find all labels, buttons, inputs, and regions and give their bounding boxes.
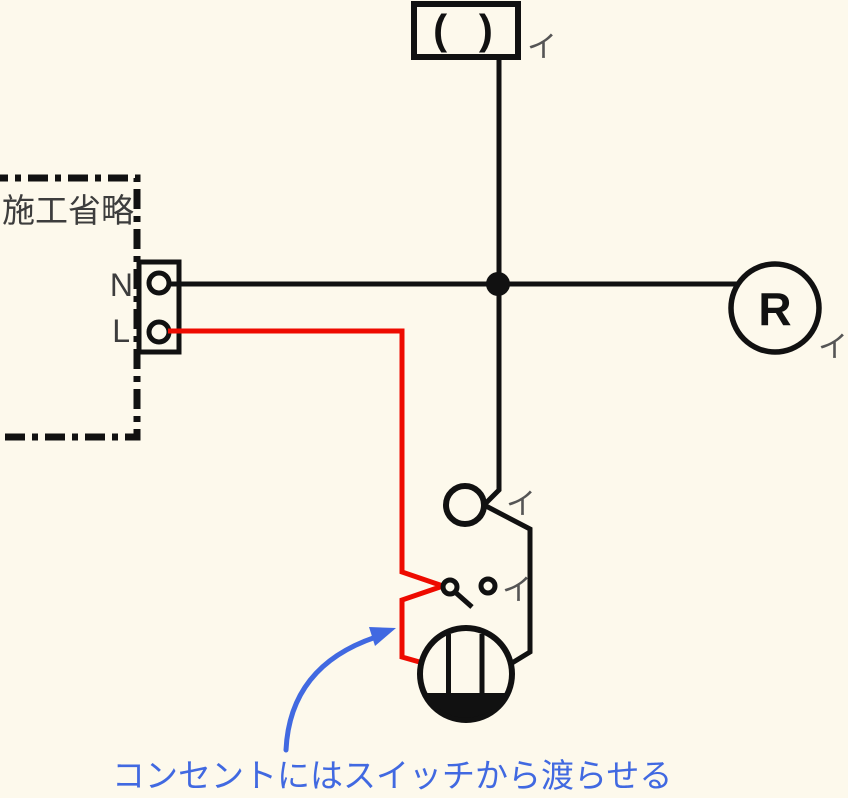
power-source-box: 施工省略 N L <box>0 174 182 441</box>
junction-dot <box>486 272 510 296</box>
ceiling-light-box <box>411 1 521 60</box>
switch-symbol: イ <box>440 574 532 609</box>
black-drop-wire <box>479 56 533 666</box>
outlet-bottom-fill <box>427 693 505 718</box>
lamp-receptacle-symbol: R イ <box>728 261 848 364</box>
light-fixture-circuit-label: イ <box>506 488 536 521</box>
annotation-arrow-curve <box>283 634 379 753</box>
switch-terminal-right <box>478 576 498 596</box>
lamp-receptacle-circuit-label: イ <box>818 331 848 364</box>
ceiling-light-circuit-label: イ <box>527 31 557 64</box>
switch-lever <box>453 590 474 609</box>
switch-terminal-left <box>440 577 460 597</box>
power-source-label: 施工省略 <box>2 192 134 229</box>
ceiling-light-symbol: ( ) イ <box>411 1 557 64</box>
light-fixture-circle <box>443 483 487 527</box>
terminal-l-label: L <box>112 313 130 349</box>
lamp-receptacle-letter: R <box>758 283 791 335</box>
outlet-symbol <box>417 625 515 723</box>
annotation: コンセントにはスイッチから渡らせる <box>112 627 672 794</box>
ceiling-light-parens: ( ) <box>433 6 503 53</box>
terminal-l-circle <box>146 319 172 345</box>
lamp-receptacle-circle <box>728 261 822 355</box>
light-fixture-symbol: イ <box>443 483 536 527</box>
annotation-arrowhead-icon <box>369 627 396 646</box>
annotation-text: コンセントにはスイッチから渡らせる <box>112 757 672 794</box>
switch-circuit-label: イ <box>502 574 532 607</box>
terminal-n-label: N <box>110 267 133 303</box>
dashed-border <box>0 174 141 441</box>
terminal-n-circle <box>146 270 172 296</box>
wires <box>168 56 740 666</box>
